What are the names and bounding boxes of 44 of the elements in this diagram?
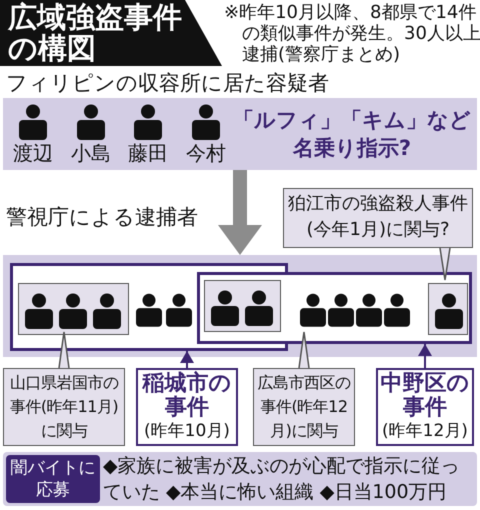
instruction-text: 「ルフィ」「キム」など名乗り指示? — [232, 107, 472, 162]
person-name: 藤田 — [127, 141, 169, 165]
person-icon — [166, 292, 192, 328]
group-box — [204, 280, 281, 332]
callout-text: 広島市西区の事件(昨年12月)に関与 — [256, 372, 352, 442]
event-title: 稲城市の事件 — [141, 372, 232, 420]
person-icon — [211, 290, 239, 326]
event-date: (昨年12月) — [381, 420, 469, 442]
arrow — [218, 170, 262, 255]
pointer-arrow — [180, 351, 194, 368]
title-text: 広域強盗事件の構図 — [8, 2, 183, 64]
tag-label: 闇バイトに応募 — [6, 455, 100, 503]
person-name: 小島 — [70, 141, 112, 165]
quote-text: ◆家族に被害が及ぶのが心配で指示に従っていた ◆本当に怖い組織 ◆日当100万円 — [103, 454, 461, 505]
callout-pointer — [298, 331, 310, 369]
event-box — [136, 368, 238, 446]
note-text: ※昨年10月以降、8都県で14件の類似事件が発生。30人以上逮捕(警察庁まとめ) — [224, 2, 480, 65]
pointer-arrow — [418, 344, 432, 368]
callout-text: 狛江市の強盗殺人事件(今年1月)に関与? — [287, 192, 469, 242]
person-icon — [356, 292, 382, 328]
group-box — [18, 283, 129, 335]
person-name: 今村 — [185, 141, 227, 165]
note-band — [3, 452, 477, 506]
callout-text: 山口県岩国市の事件(昨年11月)に関与 — [8, 372, 120, 442]
callout-box — [3, 368, 125, 446]
callout-pointer — [439, 247, 451, 281]
section-heading: フィリピンの収容所に居た容疑者 — [6, 70, 329, 96]
callout-box — [283, 188, 473, 248]
section-heading: 警視庁による逮捕者 — [6, 204, 198, 230]
person-icon — [435, 293, 463, 329]
callout-pointer — [58, 331, 70, 369]
person-icon — [300, 292, 326, 328]
person-icon — [93, 293, 121, 329]
event-box — [376, 368, 474, 446]
person-icon — [384, 292, 410, 328]
person-icon — [59, 293, 87, 329]
person-icon — [245, 290, 273, 326]
person-icon — [328, 292, 354, 328]
event-title: 中野区の事件 — [380, 372, 470, 420]
person-name: 渡辺 — [12, 141, 54, 165]
event-date: (昨年10月) — [143, 420, 231, 442]
person-icon — [136, 292, 162, 328]
person-icon — [25, 293, 53, 329]
group-box — [428, 283, 468, 335]
